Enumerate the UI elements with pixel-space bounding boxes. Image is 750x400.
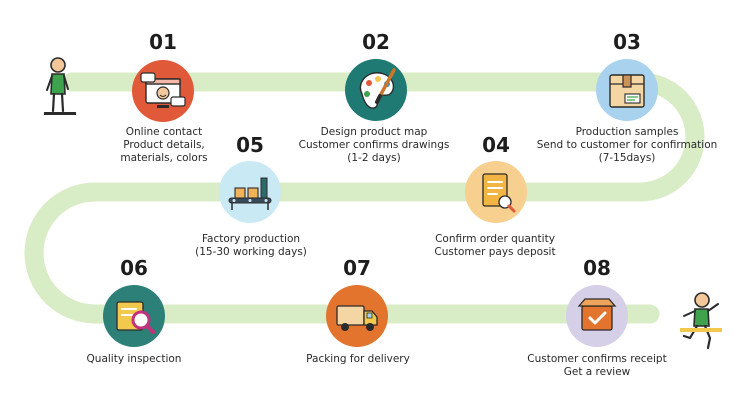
step-caption: Online contact Product details, material… [24, 126, 304, 165]
step-caption: Packing for delivery [218, 353, 498, 366]
caption-line: (7-15days) [598, 152, 656, 164]
standing-person-icon [44, 57, 76, 115]
magnifier-inspection-icon [102, 284, 166, 348]
order-document-icon [464, 160, 528, 224]
step-number: 05 [236, 133, 264, 157]
caption-line: Customer pays deposit [434, 246, 556, 258]
caption-line: Packing for delivery [306, 353, 410, 365]
paint-palette-icon [344, 58, 408, 122]
caption-line: Customer confirms drawings [298, 139, 450, 151]
step-number: 06 [120, 256, 148, 280]
step-caption: Quality inspection [0, 353, 274, 366]
caption-line: Customer confirms receipt [527, 353, 667, 365]
caption-line: Get a review [563, 366, 631, 378]
step-number: 04 [482, 133, 510, 157]
step-number: 07 [343, 256, 371, 280]
package-box-icon [595, 58, 659, 122]
step-number: 03 [613, 30, 641, 54]
step-caption: Confirm order quantity Customer pays dep… [355, 233, 635, 259]
step-number: 02 [362, 30, 390, 54]
caption-line: Quality inspection [86, 353, 182, 365]
caption-line: (15-30 working days) [195, 246, 307, 258]
caption-line: Production samples [575, 126, 679, 138]
conveyor-belt-icon [218, 160, 282, 224]
chat-window-icon [131, 59, 195, 123]
step-number: 01 [149, 30, 177, 54]
caption-line: Factory production [201, 233, 301, 245]
caption-line: Confirm order quantity [435, 233, 555, 245]
step-caption: Customer confirms receipt Get a review [457, 353, 737, 379]
step-caption: Factory production (15-30 working days) [111, 233, 391, 259]
caption-line: Online contact [125, 126, 203, 138]
caption-line: Product details, [123, 139, 205, 151]
caption-line: Design product map [320, 126, 428, 138]
confirm-box-icon [565, 284, 629, 348]
running-person-icon [680, 292, 722, 350]
delivery-truck-icon [325, 284, 389, 348]
step-caption: Design product map Customer confirms dra… [234, 126, 514, 165]
step-caption: Production samples Send to customer for … [487, 126, 750, 165]
caption-line: (1-2 days) [347, 152, 401, 164]
caption-line: Send to customer for confirmation [536, 139, 718, 151]
step-number: 08 [583, 256, 611, 280]
caption-line: materials, colors [120, 152, 208, 164]
